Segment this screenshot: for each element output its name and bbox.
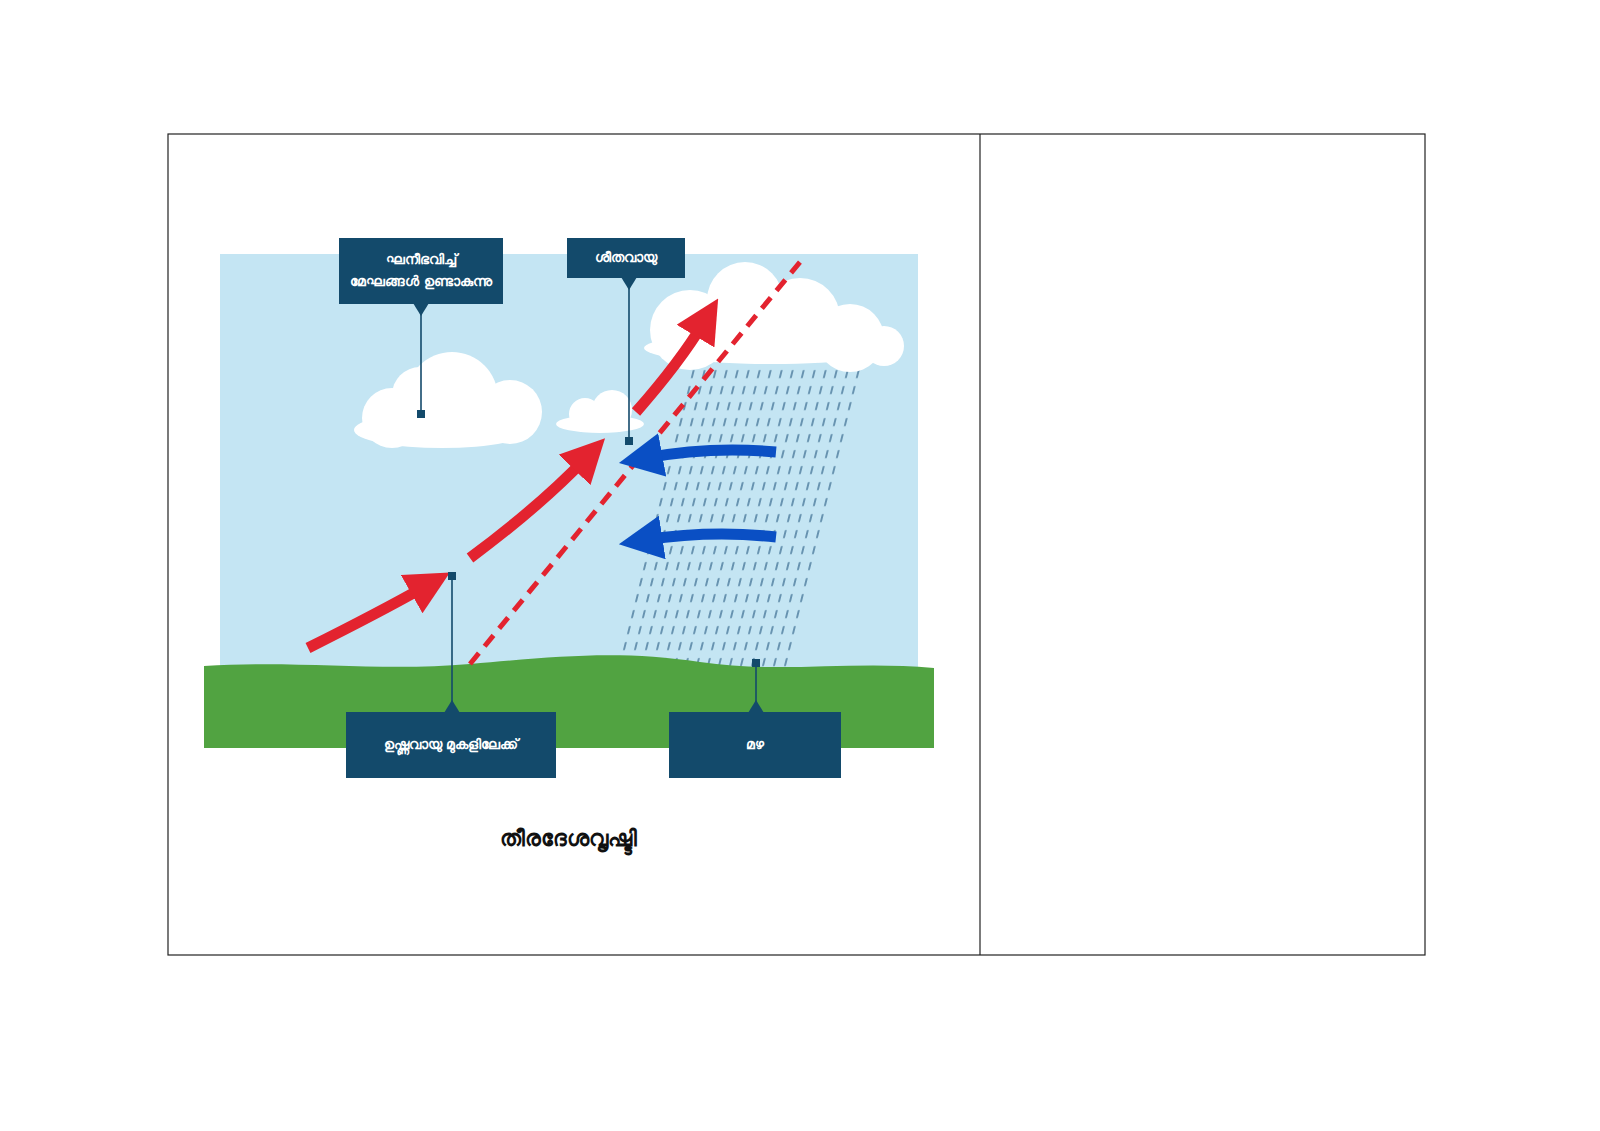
callout-box: ഘനീഭവിച്ച് മേഘങ്ങൾ ഉണ്ടാകുന്നു	[339, 238, 503, 304]
caption: തീരദേശവൃഷ്ടി	[500, 826, 637, 851]
rain-streaks	[616, 356, 866, 674]
cloud	[556, 390, 644, 433]
callout-label: ഉഷ്ണവായു മുകളിലേക്ക്	[384, 734, 519, 756]
leader-dot	[417, 410, 760, 667]
sky	[220, 254, 918, 684]
cold-air-arrow	[646, 450, 776, 540]
callout-label: ശീതവായു	[595, 247, 657, 269]
callout-box: ശീതവായു	[567, 238, 685, 278]
weather-front	[470, 262, 800, 664]
callout-label: മഴ	[746, 734, 764, 756]
callout-label: ഘനീഭവിച്ച് മേഘങ്ങൾ ഉണ്ടാകുന്നു	[349, 249, 493, 292]
table-frame	[168, 134, 1425, 955]
cloud	[354, 352, 542, 448]
callout-pointer	[413, 277, 764, 713]
warm-air-arrow	[308, 322, 704, 648]
callout-box: ഉഷ്ണവായു മുകളിലേക്ക്	[346, 712, 556, 778]
callout-box: മഴ	[669, 712, 841, 778]
table-divider	[979, 134, 980, 955]
leader-line	[421, 280, 756, 710]
